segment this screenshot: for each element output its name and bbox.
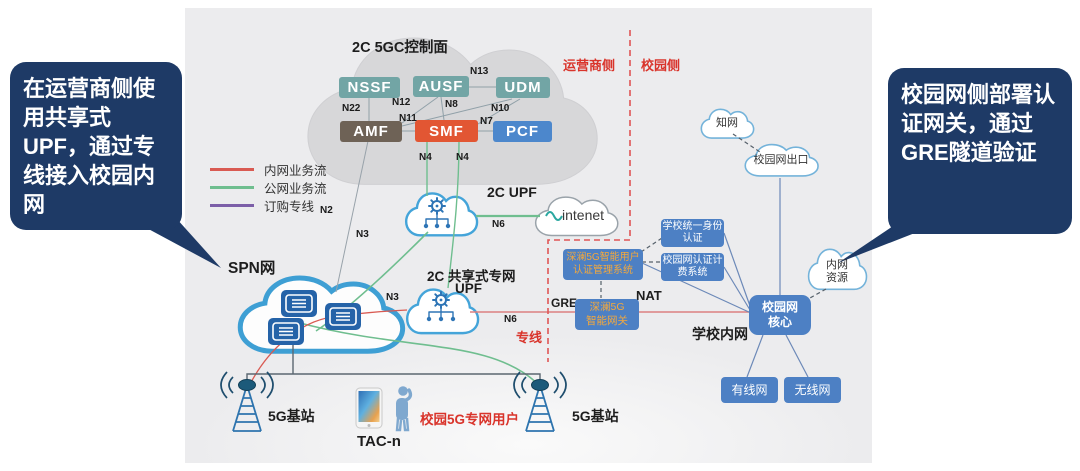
nf-box-amf: AMF (340, 121, 402, 142)
control-plane-title: 2C 5GC控制面 (352, 40, 448, 56)
upf-gear-icon (423, 197, 451, 229)
campus-egress-label: 校园网出口 (753, 154, 809, 166)
ref-label-n4-left: N4 (419, 152, 432, 163)
campus-user-label: 校园5G专网用户 (420, 412, 520, 427)
base-station-label-left: 5G基站 (268, 408, 315, 424)
nf-box-smf: SMF (415, 120, 478, 142)
ref-label-n13: N13 (470, 66, 489, 77)
srun-auth-system-line1: 深澜5G智能用户 (566, 252, 640, 263)
upf-2c-cloud (405, 192, 478, 237)
legend-swatch-purple (210, 204, 254, 207)
legend-item-leased: 订购专线 (210, 196, 314, 215)
upf-2c-label: 2C UPF (487, 184, 537, 200)
campus-core-box: 校园网 核心 (749, 295, 811, 335)
srun-auth-system-box: 深澜5G智能用户 认证管理系统 (563, 249, 643, 280)
base-station-tower-right-icon (513, 371, 567, 432)
zone-label-campus: 校园侧 (641, 58, 681, 73)
legend-label: 订购专线 (264, 200, 315, 214)
zhiwang-label: 知网 (716, 117, 738, 129)
billing-system-line2: 费系统 (677, 267, 708, 278)
ref-label-n22: N22 (342, 103, 361, 114)
spn-network-cloud (240, 278, 402, 351)
ref-label-n11: N11 (399, 113, 417, 124)
intranet-resource-line2: 资源 (826, 271, 848, 284)
legend-swatch-red (210, 168, 254, 171)
zone-label-operator: 运营商侧 (563, 58, 616, 73)
upf-shared-label-line2: UPF (455, 281, 482, 296)
ref-label-n4-right: N4 (456, 152, 469, 163)
ref-label-n3-upper: N3 (356, 229, 369, 240)
wireless-network-label: 无线网 (794, 382, 831, 397)
legend-swatch-green (210, 186, 254, 189)
spn-network-label: SPN网 (228, 260, 276, 277)
n2-link (335, 140, 369, 293)
srun-gateway-line2: 智能网关 (586, 314, 628, 327)
nf-box-pcf: PCF (493, 121, 552, 142)
srun-gateway-line1: 深澜5G (589, 301, 625, 314)
phone-icon (355, 387, 383, 429)
operator-campus-boundary (547, 30, 631, 362)
billing-system-box: 校园网认证计 费系统 (661, 253, 724, 281)
intranet-resource-line1: 内网 (826, 259, 848, 271)
ref-label-n7: N7 (480, 116, 493, 127)
nat-label: NAT (636, 288, 662, 303)
person-icon (395, 386, 413, 432)
internet-label: intenet (562, 207, 605, 223)
legend-label: 公网业务流 (264, 182, 327, 196)
tac-label: TAC-n (357, 433, 401, 450)
ref-label-n12: N12 (392, 97, 411, 108)
srun-gateway-box: 深澜5G 智能网关 (575, 299, 639, 330)
ref-label-n10: N10 (491, 103, 510, 114)
ref-label-n8: N8 (445, 99, 458, 110)
wireless-network-box: 无线网 (784, 377, 841, 403)
legend-item-public: 公网业务流 (210, 178, 327, 197)
identity-auth-line1: 学校统一身份 (662, 220, 723, 232)
legend-item-intranet: 内网业务流 (210, 160, 327, 179)
ref-label-n2: N2 (320, 205, 333, 216)
identity-auth-box: 学校统一身份 认证 (661, 219, 724, 247)
srun-auth-system-line2: 认证管理系统 (573, 264, 633, 276)
spn-router-icons (268, 290, 361, 345)
identity-auth-line2: 认证 (682, 233, 703, 244)
intranet-resource-label: 内网 资源 (817, 259, 857, 284)
school-intranet-label: 学校内网 (692, 326, 748, 342)
wired-network-label: 有线网 (731, 382, 768, 397)
right-callout-bubble: 校园网侧部署认证网关，通过GRE隧道验证 (888, 68, 1072, 234)
legend-label: 内网业务流 (264, 164, 327, 178)
base-station-tower-left-icon (220, 371, 274, 432)
nf-box-udm: UDM (496, 77, 550, 98)
ref-label-n6-upper: N6 (492, 219, 505, 230)
base-station-label-right: 5G基站 (572, 408, 619, 424)
campus-links (641, 178, 809, 378)
leased-line-label: 专线 (516, 330, 543, 345)
wired-network-box: 有线网 (721, 377, 778, 403)
left-callout-bubble: 在运营商侧使用共享式UPF，通过专线接入校园内网 (10, 62, 182, 230)
ref-label-n6-lower: N6 (504, 314, 517, 325)
campus-core-line1: 校园网 (761, 300, 798, 314)
upf-shared-label-line1: 2C 共享式专网 (427, 269, 516, 284)
internet-logo-swoosh-icon (545, 211, 563, 221)
nf-box-ausf: AUSF (413, 76, 469, 97)
campus-core-line2: 核心 (767, 315, 792, 329)
gre-label: GRE (551, 296, 578, 310)
billing-system-line1: 校园网认证计 (662, 254, 723, 266)
nf-box-nssf: NSSF (339, 77, 400, 98)
left-callout-tail (128, 218, 221, 268)
upf-shared-gear-icon (426, 291, 456, 322)
ref-label-n3-lower: N3 (386, 292, 399, 303)
